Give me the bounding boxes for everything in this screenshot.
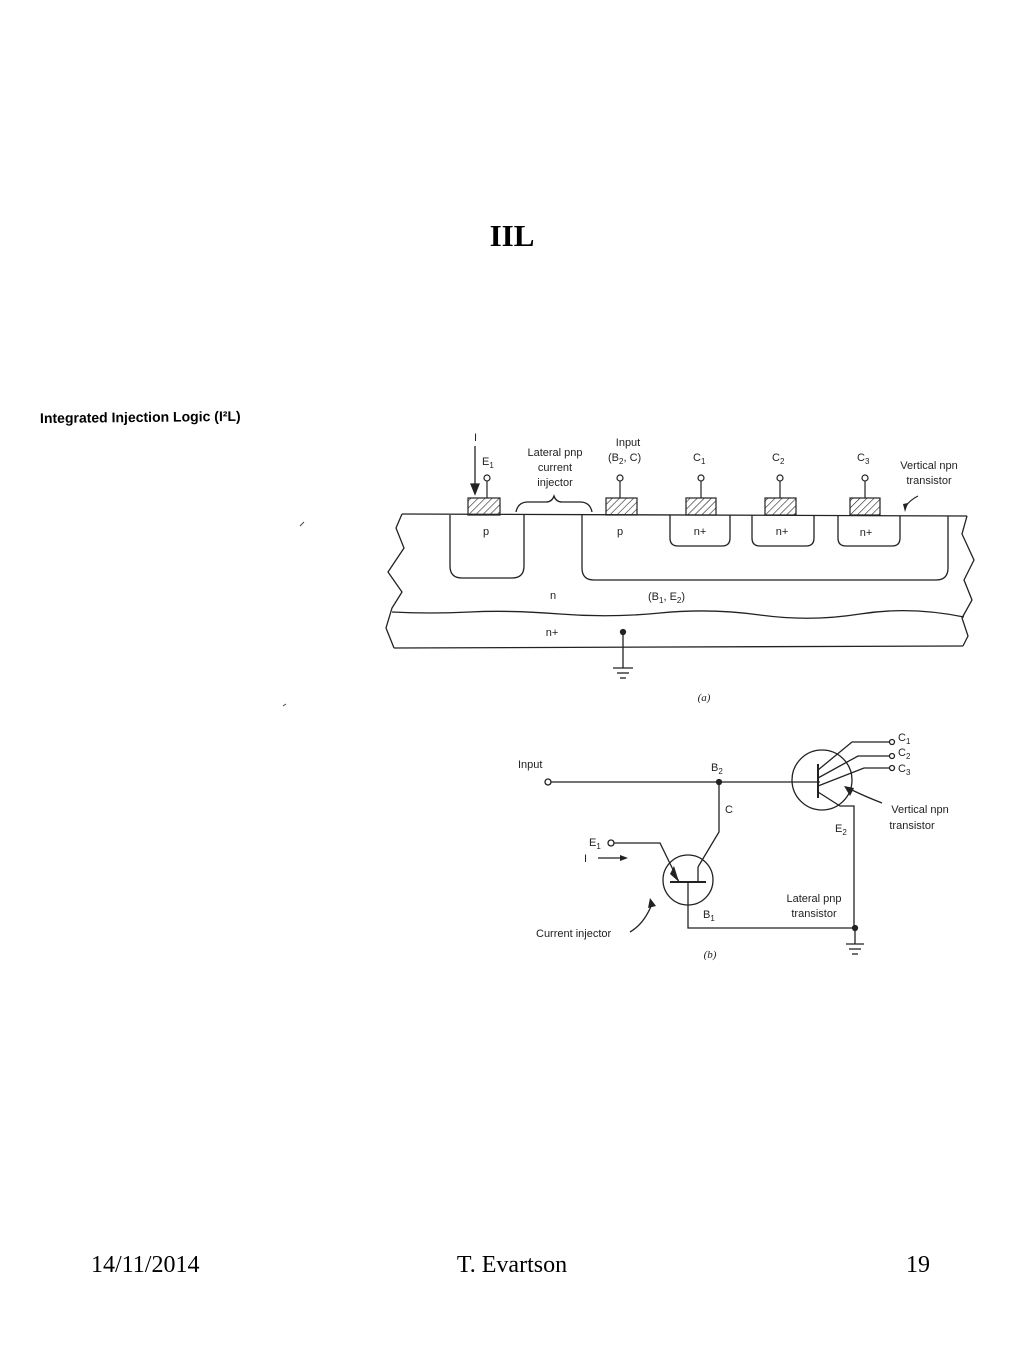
label-p-right: p	[617, 526, 623, 538]
label-b1-b: B1	[703, 909, 715, 923]
lateral-pnp-brace	[515, 493, 593, 513]
current-arrow-a	[470, 446, 480, 496]
terminal-c2	[776, 474, 784, 482]
contact-input	[605, 497, 638, 516]
label-vertical-npn-a-1: Vertical npn	[900, 460, 957, 472]
label-c3-b: C3	[898, 763, 911, 777]
label-input-b2c: (B2, C)	[608, 452, 641, 466]
vertical-npn-circle	[791, 749, 853, 811]
contact-e1	[467, 497, 501, 516]
terminal-c1-b	[888, 738, 896, 746]
footer-author: T. Evartson	[456, 1252, 568, 1278]
footer-date: 14/11/2014	[91, 1252, 200, 1278]
label-c1-a: C1	[693, 452, 706, 466]
ground-symbol-a	[613, 628, 633, 679]
label-e1-a: E1	[482, 456, 494, 470]
nplus-well-c1	[669, 515, 731, 547]
terminals	[483, 474, 869, 498]
ground-symbol-b	[846, 924, 864, 955]
label-nplus-c1: n+	[694, 526, 707, 538]
cross-section-diagram	[385, 493, 975, 649]
label-lateral-pnp-1: Lateral pnp	[527, 447, 582, 459]
label-input-a: Input	[616, 437, 640, 449]
input-terminal	[544, 778, 552, 786]
vertical-npn-pointer-b	[851, 789, 883, 804]
label-nplus-c2: n+	[776, 526, 789, 538]
p-well-left	[449, 515, 525, 579]
circuit-diagram	[544, 738, 896, 933]
slide-title: IIL	[489, 218, 535, 253]
label-vertical-npn-b-1: Vertical npn	[891, 804, 948, 816]
label-c2-b: C2	[898, 747, 911, 761]
label-lateral-pnp-b-2: transistor	[791, 908, 837, 920]
terminal-e1-b	[607, 839, 615, 847]
terminal-c3	[861, 474, 869, 482]
arrowheads-b	[620, 786, 854, 908]
label-nplus-c3: n+	[860, 527, 873, 539]
base-b1-wire	[687, 905, 855, 929]
label-vertical-npn-a-2: transistor	[906, 475, 952, 487]
substrate-bottom-line	[393, 645, 964, 649]
collector-c2-wire	[817, 755, 890, 779]
vertical-npn-pointer	[905, 495, 919, 507]
label-lateral-pnp-2: current	[538, 462, 572, 474]
caption-a: (a)	[698, 692, 711, 704]
label-b2-b: B2	[711, 762, 723, 776]
n-nplus-boundary	[391, 610, 965, 619]
caption-b: (b)	[704, 949, 717, 961]
emitter-e1-wire	[614, 842, 680, 883]
label-vertical-npn-b-2: transistor	[889, 820, 935, 832]
emitter-e2-wire	[817, 791, 855, 928]
label-current-injector: Current injector	[536, 928, 612, 940]
labels-a: I E1 Lateral pnp current injector Input …	[474, 432, 958, 704]
p-well-right	[581, 515, 949, 581]
footer-page-number: 19	[906, 1252, 930, 1278]
label-current-i-b: I	[584, 853, 587, 865]
nplus-well-c3	[837, 515, 901, 547]
label-c2-a: C2	[772, 452, 785, 466]
terminal-c2-b	[888, 752, 896, 760]
left-break-edge	[385, 513, 405, 649]
label-c1-b: C1	[898, 732, 911, 746]
vertical-npn-pointer-head	[903, 503, 908, 512]
label-e2-b: E2	[835, 823, 847, 837]
injector-collector-wire	[697, 782, 720, 868]
labels-b: Input B2 C C1 C2 C3 Vertical npn transis…	[518, 732, 949, 961]
terminal-c1	[697, 474, 705, 482]
label-n-region: n	[550, 590, 556, 602]
right-break-edge	[961, 515, 975, 647]
label-lateral-pnp-b-1: Lateral pnp	[786, 893, 841, 905]
contact-c3	[849, 497, 881, 516]
label-input-b: Input	[518, 759, 542, 771]
collector-c3-wire	[817, 767, 890, 787]
label-current-i-a: I	[474, 432, 477, 444]
label-substrate-nplus: n+	[546, 627, 559, 639]
nplus-well-c2	[751, 515, 815, 547]
label-e1-b: E1	[589, 837, 601, 851]
terminal-c3-b	[888, 764, 896, 772]
stray-mark	[299, 521, 305, 527]
label-p-left: p	[483, 526, 489, 538]
stray-mark	[282, 703, 287, 707]
label-b1-e2: (B1, E2)	[648, 591, 685, 605]
contact-c2	[764, 497, 797, 516]
terminal-input	[616, 474, 624, 482]
label-c3-a: C3	[857, 452, 870, 466]
collector-c1-wire	[817, 741, 890, 771]
metal-contacts	[467, 497, 881, 516]
label-lateral-pnp-3: injector	[537, 477, 573, 489]
contact-c1	[685, 497, 717, 516]
current-injector-pointer	[629, 903, 653, 933]
terminal-e1	[483, 474, 491, 482]
label-c-b: C	[725, 804, 733, 816]
